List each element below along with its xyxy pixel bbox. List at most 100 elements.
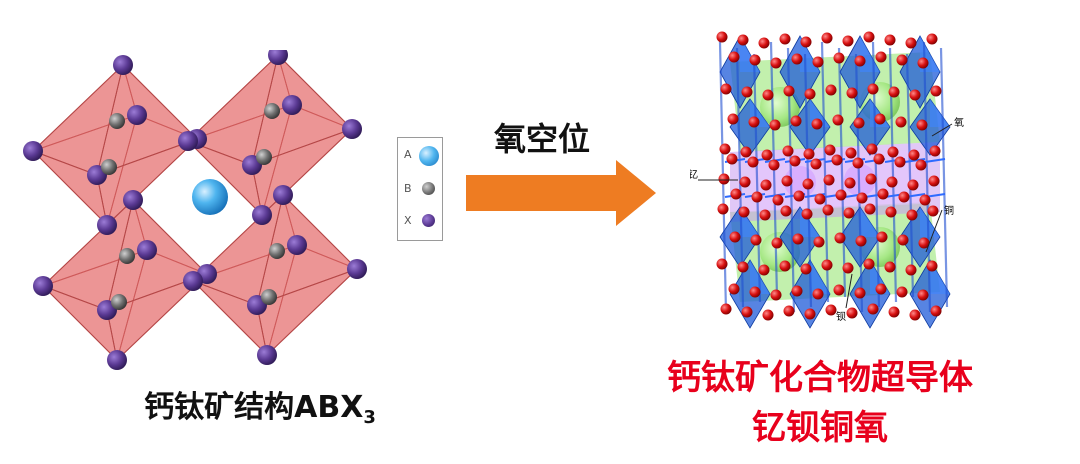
oxygen-atom bbox=[842, 262, 854, 274]
oxygen-atom bbox=[909, 309, 921, 321]
oxygen-atom bbox=[728, 51, 740, 63]
oxygen-atom bbox=[811, 118, 823, 130]
oxygen-atom bbox=[792, 233, 804, 245]
oxygen-atom bbox=[831, 154, 843, 166]
oxygen-atom bbox=[716, 31, 728, 43]
octahedron-face bbox=[32, 150, 108, 227]
ybco-structure-figure: 氧 钇 铜 钡 bbox=[690, 31, 964, 329]
oxygen-atom bbox=[853, 117, 865, 129]
perovskite-caption-subscript: 3 bbox=[363, 407, 376, 428]
x-site-atom bbox=[23, 141, 43, 161]
x-site-atom bbox=[183, 271, 203, 291]
x-site-atom bbox=[107, 350, 127, 370]
oxygen-atom bbox=[833, 52, 845, 64]
oxygen-atom bbox=[801, 208, 813, 220]
oxygen-atom bbox=[758, 264, 770, 276]
bond bbox=[837, 47, 847, 298]
oxygen-atom bbox=[825, 84, 837, 96]
oxygen-atom bbox=[762, 309, 774, 321]
oxygen-atom bbox=[898, 191, 910, 203]
label-oxygen: 氧 bbox=[954, 116, 964, 129]
oxygen-atom bbox=[897, 234, 909, 246]
oxygen-atom bbox=[739, 176, 751, 188]
oxygen-atom bbox=[916, 119, 928, 131]
oxygen-atom bbox=[791, 53, 803, 65]
bond bbox=[904, 158, 926, 163]
oxygen-atom bbox=[896, 286, 908, 298]
oxygen-atom bbox=[772, 194, 784, 206]
cuo-polyhedron-face bbox=[810, 260, 830, 294]
oxygen-atom bbox=[737, 261, 749, 273]
oxygen-atom bbox=[762, 89, 774, 101]
perovskite-structure-figure bbox=[23, 50, 367, 370]
oxygen-atom bbox=[888, 86, 900, 98]
octahedron bbox=[42, 198, 208, 362]
oxygen-atom bbox=[834, 232, 846, 244]
oxygen-atom bbox=[749, 286, 761, 298]
oxygen-atom bbox=[855, 235, 867, 247]
oxygen-atom bbox=[896, 54, 908, 66]
oxygen-atom bbox=[867, 83, 879, 95]
oxygen-atom bbox=[769, 119, 781, 131]
octahedron bbox=[187, 53, 353, 217]
oxygen-atom bbox=[729, 231, 741, 243]
bond bbox=[924, 158, 946, 163]
label-yttrium: 钇 bbox=[690, 168, 698, 181]
x-site-atom bbox=[127, 105, 147, 125]
oxygen-atom bbox=[789, 155, 801, 167]
b-site-atom bbox=[269, 243, 285, 259]
oxygen-atom bbox=[726, 153, 738, 165]
b-site-atom bbox=[256, 149, 272, 165]
oxygen-atom bbox=[768, 159, 780, 171]
x-site-atom bbox=[252, 205, 272, 225]
oxygen-atom bbox=[854, 55, 866, 67]
x-site-atom bbox=[123, 190, 143, 210]
oxygen-atom bbox=[720, 83, 732, 95]
oxygen-atom bbox=[906, 209, 918, 221]
x-site-atom bbox=[273, 185, 293, 205]
oxygen-atom bbox=[926, 33, 938, 45]
b-site-atom bbox=[264, 103, 280, 119]
oxygen-atom bbox=[812, 288, 824, 300]
b-site-atom bbox=[261, 289, 277, 305]
x-site-atom bbox=[287, 235, 307, 255]
legend-ball-x bbox=[422, 214, 435, 227]
oxygen-atom bbox=[909, 89, 921, 101]
oxygen-atom bbox=[885, 206, 897, 218]
oxygen-atom bbox=[737, 34, 749, 46]
oxygen-atom bbox=[825, 304, 837, 316]
oxygen-atom bbox=[716, 258, 728, 270]
oxygen-atom bbox=[790, 115, 802, 127]
oxygen-atom bbox=[875, 283, 887, 295]
oxygen-atom bbox=[810, 158, 822, 170]
oxygen-atom bbox=[781, 175, 793, 187]
oxygen-atom bbox=[917, 57, 929, 69]
oxygen-atom bbox=[750, 234, 762, 246]
oxygen-atom bbox=[719, 143, 731, 155]
oxygen-atom bbox=[846, 87, 858, 99]
x-site-atom bbox=[97, 215, 117, 235]
legend-letter-a: A bbox=[404, 148, 412, 161]
octahedron-face bbox=[187, 140, 263, 217]
oxygen-atom bbox=[823, 174, 835, 186]
oxygen-atom bbox=[783, 85, 795, 97]
oxygen-atom bbox=[821, 259, 833, 271]
oxygen-atom bbox=[930, 85, 942, 97]
x-site-atom bbox=[257, 345, 277, 365]
oxygen-atom bbox=[865, 173, 877, 185]
bond bbox=[905, 53, 915, 298]
oxygen-atom bbox=[793, 190, 805, 202]
oxygen-atom bbox=[770, 57, 782, 69]
oxygen-atom bbox=[780, 205, 792, 217]
right-arrow-icon bbox=[466, 160, 656, 226]
oxygen-atom bbox=[907, 179, 919, 191]
perovskite-caption-main: 钙钛矿结构ABX bbox=[144, 390, 364, 425]
oxygen-atom bbox=[800, 36, 812, 48]
oxygen-atom bbox=[908, 149, 920, 161]
oxygen-atom bbox=[927, 205, 939, 217]
oxygen-atom bbox=[866, 143, 878, 155]
oxygen-atom bbox=[791, 285, 803, 297]
oxygen-atom bbox=[842, 35, 854, 47]
oxygen-atom bbox=[717, 203, 729, 215]
a-site-atom bbox=[192, 179, 228, 215]
